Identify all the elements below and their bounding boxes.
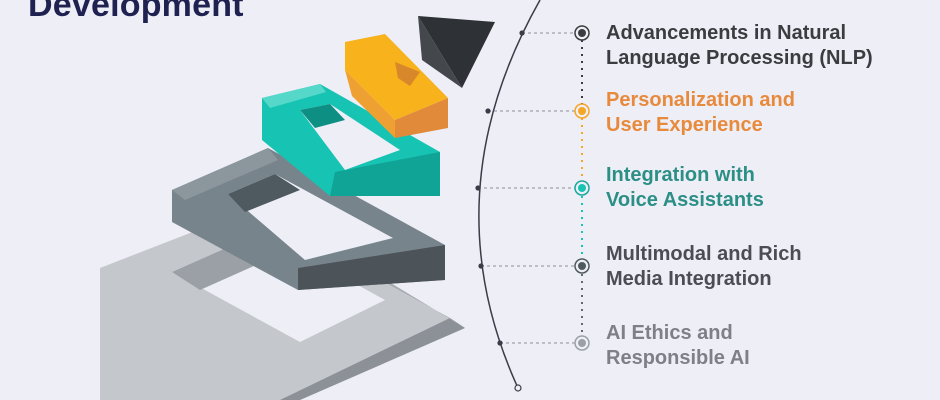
label-line-1: Integration with [606, 164, 755, 186]
node-marker-4 [574, 258, 590, 274]
teal-frame-shape [262, 84, 440, 196]
node-marker-1 [574, 25, 590, 41]
label-line-1: AI Ethics and [606, 322, 733, 344]
label-line-1: Advancements in Natural [606, 22, 847, 44]
node-marker-3 [574, 180, 590, 196]
node-marker-5 [574, 335, 590, 351]
timeline-item-label: Multimodal and Rich Media Integration [606, 242, 926, 292]
arc-dot-3 [475, 185, 481, 191]
timeline-item-label: Integration with Voice Assistants [606, 163, 926, 213]
label-line-2: Responsible AI [606, 347, 750, 369]
arc-dot-4 [478, 263, 484, 269]
timeline-arc-end [514, 384, 522, 392]
label-line-1: Personalization and [606, 89, 795, 111]
page-title: Development [28, 0, 244, 24]
label-line-2: Media Integration [606, 268, 772, 290]
timeline-item-label: Personalization and User Experience [606, 88, 926, 138]
dark-pyramid-shape [418, 16, 495, 88]
timeline-item-label: AI Ethics and Responsible AI [606, 321, 926, 371]
label-line-2: User Experience [606, 114, 763, 136]
label-line-1: Multimodal and Rich [606, 243, 802, 265]
timeline-arc [478, 0, 541, 389]
arc-dot-1 [519, 30, 525, 36]
arc-dot-2 [485, 108, 491, 114]
label-line-2: Voice Assistants [606, 189, 764, 211]
node-marker-2 [574, 103, 590, 119]
orange-diamond-shape [345, 34, 448, 138]
timeline-item-label: Advancements in Natural Language Process… [606, 21, 926, 71]
slate-frame-shape [172, 148, 445, 290]
label-line-2: Language Processing (NLP) [606, 47, 873, 69]
arc-dot-5 [497, 340, 503, 346]
